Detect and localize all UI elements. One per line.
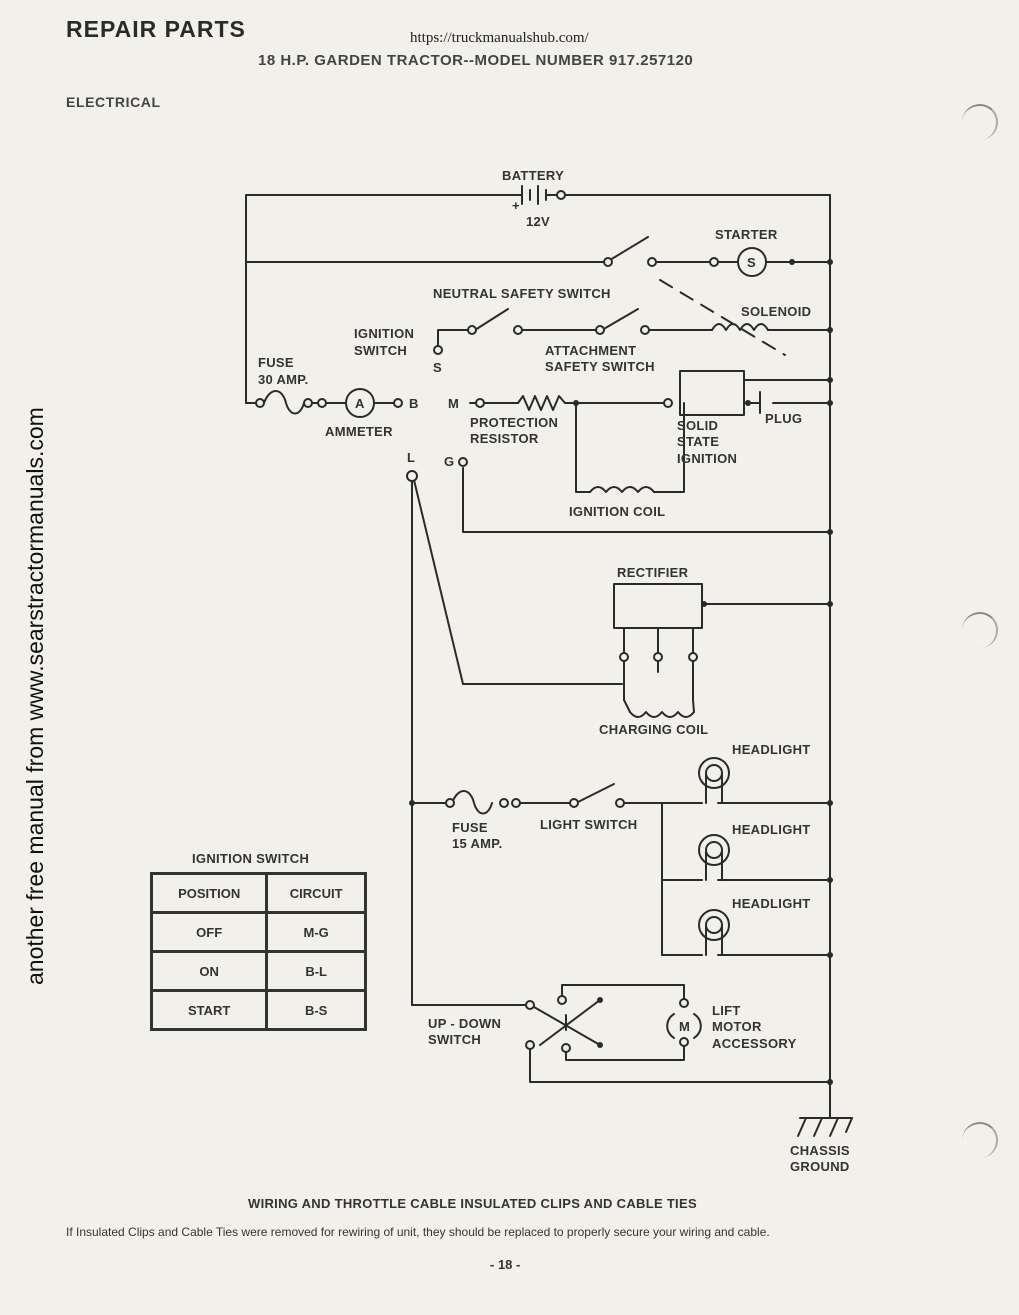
lift-motor-label-3: ACCESSORY [712, 1036, 797, 1051]
terminal-b-label: B [409, 396, 419, 411]
headlight-label-3: HEADLIGHT [732, 896, 811, 911]
binder-hole [962, 104, 998, 140]
battery-voltage: 12V [526, 214, 550, 229]
ignition-switch-label-1: IGNITION [354, 326, 414, 341]
table-row: ON B-L [149, 950, 367, 992]
column-header-position: POSITION [149, 872, 269, 914]
terminal-s-label: S [433, 360, 442, 375]
page-title: REPAIR PARTS [66, 16, 246, 42]
starter-label: STARTER [715, 227, 778, 242]
battery-label: BATTERY [502, 168, 564, 183]
solid-state-label-3: IGNITION [677, 451, 737, 466]
headlight-label-2: HEADLIGHT [732, 822, 811, 837]
chassis-ground-label-1: CHASSIS [790, 1143, 850, 1158]
fuse-15-label-2: 15 AMP. [452, 836, 503, 851]
terminal-g-label: G [444, 454, 454, 469]
model-subtitle: 18 H.P. GARDEN TRACTOR--MODEL NUMBER 917… [258, 52, 694, 69]
diagram-wires [245, 185, 853, 1137]
protection-resistor-label-1: PROTECTION [470, 415, 558, 430]
ammeter-icon [345, 388, 375, 418]
ammeter-label: AMMETER [325, 424, 393, 439]
solid-state-label-1: SOLID [677, 418, 718, 433]
circuit-cell: B-L [265, 950, 367, 992]
circuit-cell: B-S [265, 989, 367, 1031]
attachment-switch-label-2: SAFETY SWITCH [545, 359, 655, 374]
lift-motor-label-1: LIFT [712, 1003, 741, 1018]
binder-hole [962, 612, 998, 648]
battery-plus-sign: + [512, 198, 520, 213]
solid-state-label-2: STATE [677, 434, 719, 449]
chassis-ground-label-2: GROUND [790, 1159, 850, 1174]
position-cell: START [149, 989, 269, 1031]
footer-heading: WIRING AND THROTTLE CABLE INSULATED CLIP… [248, 1196, 697, 1211]
neutral-safety-switch-label: NEUTRAL SAFETY SWITCH [433, 286, 611, 301]
page-number: - 18 - [490, 1257, 521, 1272]
position-cell: ON [149, 950, 269, 992]
starter-symbol: S [747, 255, 756, 270]
updown-switch-label-1: UP - DOWN [428, 1016, 501, 1031]
ignition-switch-label-2: SWITCH [354, 343, 407, 358]
section-heading: ELECTRICAL [66, 94, 161, 110]
rectifier-label: RECTIFIER [617, 565, 689, 580]
position-cell: OFF [149, 911, 269, 953]
ignition-table-title: IGNITION SWITCH [192, 851, 310, 866]
charging-coil-label: CHARGING COIL [599, 722, 708, 737]
updown-switch-label-2: SWITCH [428, 1032, 481, 1047]
ignition-switch-table: POSITION CIRCUIT OFF M-G ON B-L START B-… [149, 872, 367, 1031]
fuse-30-label-1: FUSE [258, 355, 294, 370]
junction-dots [409, 259, 833, 1085]
attachment-switch-label-1: ATTACHMENT [545, 343, 636, 358]
light-switch-label: LIGHT SWITCH [540, 817, 637, 832]
ignition-coil-label: IGNITION COIL [569, 504, 665, 519]
source-url: https://truckmanualshub.com/ [410, 30, 589, 46]
headlight-label-1: HEADLIGHT [732, 742, 811, 757]
protection-resistor-label-2: RESISTOR [470, 431, 539, 446]
fuse-15-label-1: FUSE [452, 820, 488, 835]
circuit-cell: M-G [265, 911, 367, 953]
table-row: START B-S [149, 989, 367, 1031]
binder-hole [962, 1122, 998, 1158]
column-header-circuit: CIRCUIT [265, 872, 367, 914]
terminal-m-label: M [448, 396, 459, 411]
terminals [255, 190, 719, 1053]
lift-motor-label-2: MOTOR [712, 1019, 762, 1034]
plug-label: PLUG [765, 411, 802, 426]
motor-symbol: M [679, 1019, 690, 1034]
solenoid-label: SOLENOID [741, 304, 811, 319]
ammeter-symbol: A [355, 396, 365, 411]
starter-motor-icon [737, 247, 767, 277]
table-header-row: POSITION CIRCUIT [149, 872, 367, 914]
footer-note: If Insulated Clips and Cable Ties were r… [66, 1225, 770, 1239]
fuse-30-label-2: 30 AMP. [258, 372, 309, 387]
terminal-l-label: L [407, 450, 415, 465]
table-row: OFF M-G [149, 911, 367, 953]
